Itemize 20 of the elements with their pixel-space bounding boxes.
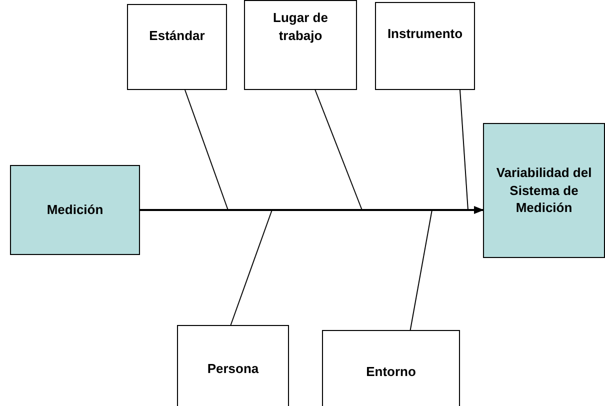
cause-label: Entorno	[366, 363, 416, 381]
cause-box	[177, 325, 289, 406]
cause-label: Persona	[207, 360, 259, 378]
cause-label: Estándar	[149, 27, 205, 45]
cause-label: Lugar de trabajo	[272, 9, 329, 44]
cause-box	[375, 2, 475, 90]
cause-line	[460, 90, 468, 210]
spine-arrow	[140, 206, 484, 214]
cause-label: Instrumento	[387, 25, 463, 43]
effect-box	[483, 123, 605, 258]
effect-box	[10, 165, 140, 255]
cause-line	[184, 90, 228, 210]
cause-box	[127, 4, 227, 90]
cause-line	[410, 210, 432, 330]
cause-box	[322, 330, 460, 406]
cause-box	[244, 0, 357, 90]
cause-line	[314, 90, 362, 210]
cause-line	[230, 210, 272, 326]
effect-label: Medición	[46, 201, 104, 219]
effect-label: Variabilidad del Sistema de Medición	[495, 164, 593, 217]
